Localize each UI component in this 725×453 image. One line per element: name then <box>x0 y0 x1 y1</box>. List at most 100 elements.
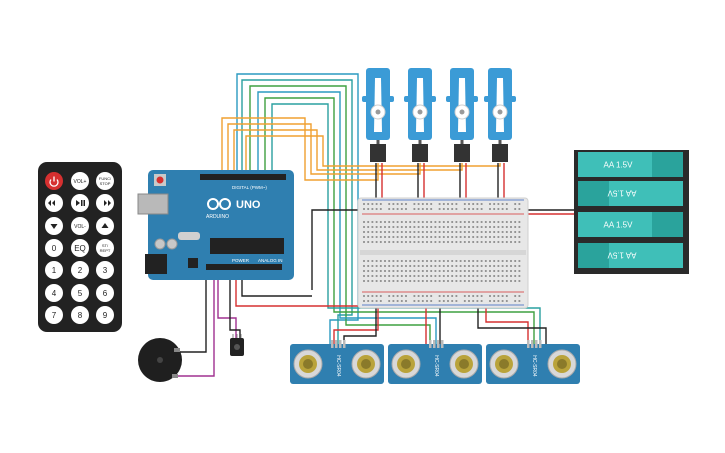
breadboard-hole <box>371 203 374 205</box>
breadboard-hole <box>455 226 458 228</box>
remote-button-func-stop[interactable]: FUNC/STOP <box>96 172 114 190</box>
breadboard-hole <box>375 260 378 262</box>
cell-label: AA 1.5V <box>607 251 637 260</box>
remote-button-9[interactable]: 9 <box>96 306 114 324</box>
breadboard-hole <box>409 270 412 272</box>
remote-button-label: EQ <box>74 244 86 253</box>
breadboard-hole <box>396 221 399 223</box>
breadboard-hole <box>400 221 403 223</box>
remote-button-8[interactable]: 8 <box>71 306 89 324</box>
crystal <box>178 232 200 240</box>
breadboard-hole <box>447 270 449 272</box>
breadboard-hole <box>392 241 395 243</box>
breadboard-hole <box>400 241 403 243</box>
remote-button-7[interactable]: 7 <box>45 306 63 324</box>
remote-button-3[interactable]: 3 <box>96 261 114 279</box>
remote-button-eq[interactable]: EQ <box>71 239 89 257</box>
breadboard-hole <box>451 300 454 302</box>
breadboard-hole <box>375 270 378 272</box>
breadboard-hole <box>505 231 508 233</box>
remote-button-1[interactable]: 1 <box>45 261 63 279</box>
remote-button-vol-[interactable]: VOL- <box>71 217 89 235</box>
breadboard-hole <box>505 265 508 267</box>
remote-button-rewind-icon[interactable] <box>45 194 63 212</box>
usb-port <box>137 193 169 215</box>
servo-connector <box>370 144 386 162</box>
breadboard-hole <box>484 280 487 282</box>
remote-button-play-pause-icon[interactable] <box>71 194 89 212</box>
breadboard-hole <box>375 226 378 228</box>
breadboard-hole <box>413 231 416 233</box>
breadboard-hole <box>363 203 365 205</box>
breadboard-hole <box>371 300 374 302</box>
breadboard-hole <box>514 300 517 302</box>
remote-button-power-icon[interactable] <box>45 172 63 190</box>
breadboard-hole <box>405 275 407 277</box>
breadboard-hole <box>442 295 445 297</box>
breadboard-hole <box>476 241 479 243</box>
breadboard-hole <box>442 300 445 302</box>
arduino-model: UNO <box>236 199 261 211</box>
remote-button-0[interactable]: 0 <box>45 239 63 257</box>
buzzer-hole <box>157 357 163 363</box>
breadboard-hole <box>501 241 504 243</box>
sensor-core <box>459 359 469 369</box>
breadboard-hole <box>363 300 365 302</box>
breadboard-hole <box>505 208 508 210</box>
breadboard-hole <box>472 270 475 272</box>
remote-button-label: ST/ <box>102 243 109 248</box>
breadboard-hole <box>468 208 470 210</box>
breadboard-hole <box>480 203 483 205</box>
breadboard-hole <box>468 295 470 297</box>
breadboard-hole <box>430 300 433 302</box>
breadboard-hole <box>480 241 483 243</box>
breadboard-hole <box>489 280 491 282</box>
breadboard-hole <box>367 231 370 233</box>
remote-button-5[interactable]: 5 <box>71 284 89 302</box>
remote-button-up-icon[interactable] <box>96 217 114 235</box>
cell-band <box>578 181 609 206</box>
breadboard-hole <box>489 241 491 243</box>
power-label: POWER <box>232 258 250 263</box>
breadboard-hole <box>447 241 449 243</box>
breadboard-hole <box>480 236 483 238</box>
breadboard-hole <box>375 295 378 297</box>
breadboard-hole <box>505 241 508 243</box>
breadboard-hole <box>392 208 395 210</box>
servo-connector <box>412 144 428 162</box>
remote-button-fast-forward-icon[interactable] <box>96 194 114 212</box>
wire-teal-2 <box>241 79 353 345</box>
remote-button-down-icon[interactable] <box>45 217 63 235</box>
remote-button-4[interactable]: 4 <box>45 284 63 302</box>
cell-label: AA 1.5V <box>604 161 634 170</box>
breadboard-hole <box>417 295 420 297</box>
sensor-core <box>401 359 411 369</box>
breadboard-hole <box>489 203 491 205</box>
breadboard-hole <box>417 270 420 272</box>
breadboard-hole <box>413 226 416 228</box>
remote-button-2[interactable]: 2 <box>71 261 89 279</box>
breadboard-hole <box>384 275 386 277</box>
breadboard-hole <box>447 236 449 238</box>
breadboard-hole <box>463 208 466 210</box>
breadboard-hole <box>426 300 428 302</box>
remote-button-vol-[interactable]: VOL+ <box>71 172 89 190</box>
sensor-label: HC-SR04 <box>531 355 537 377</box>
breadboard-hole <box>459 275 462 277</box>
breadboard-hole <box>468 221 470 223</box>
down-icon <box>50 224 58 229</box>
servo-screw <box>497 109 503 115</box>
breadboard-hole <box>451 203 454 205</box>
remote-button-st-rept[interactable]: ST/REPT <box>96 239 114 257</box>
remote-button-6[interactable]: 6 <box>96 284 114 302</box>
breadboard-hole <box>421 236 424 238</box>
breadboard-hole <box>396 241 399 243</box>
wire-red-sensor-1 <box>333 290 379 345</box>
breadboard-hole <box>371 265 374 267</box>
breadboard-hole <box>493 260 496 262</box>
breadboard-hole <box>417 265 420 267</box>
breadboard-hole <box>455 275 458 277</box>
breadboard-hole <box>459 270 462 272</box>
remote-button-label: 5 <box>78 289 83 298</box>
